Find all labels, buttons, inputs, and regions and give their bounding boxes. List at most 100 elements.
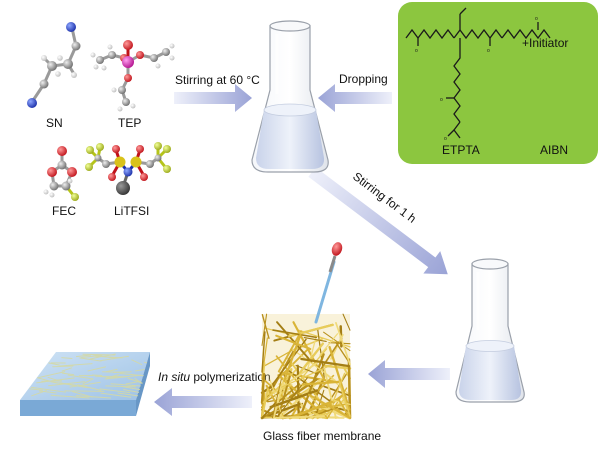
glass-fiber [272, 329, 318, 339]
flask-bottom-icon [455, 258, 525, 403]
glass-fiber [332, 372, 346, 402]
flask-top-icon [251, 20, 329, 173]
film-fiber [75, 395, 112, 399]
glass-fiber [261, 313, 268, 347]
in-situ-italic: In situ [158, 370, 190, 384]
svg-text:o: o [415, 48, 418, 54]
glass-fiber [261, 313, 270, 339]
film-fiber [105, 385, 136, 388]
sn-label: SN [46, 116, 63, 130]
glass-fiber [261, 388, 269, 419]
glass-fiber [277, 378, 322, 420]
initiator-label: +Initiator [522, 36, 568, 50]
glass-fiber [307, 393, 352, 420]
aibn-label: AIBN [540, 143, 568, 157]
polymer-film-icon [20, 352, 150, 416]
glass-fiber [260, 372, 266, 404]
film-fiber [50, 394, 90, 399]
film-fiber [75, 354, 92, 358]
film-fiber [87, 366, 107, 372]
arrow-to-membrane [368, 360, 450, 388]
in-situ-rest: polymerization [190, 370, 271, 384]
film-fiber [100, 392, 132, 398]
glass-fiber [299, 342, 325, 374]
film-fiber [69, 381, 101, 388]
film-fiber [91, 374, 103, 377]
film-fiber [82, 353, 116, 356]
litfsi-label: LiTFSI [114, 204, 149, 218]
glass-fiber [335, 322, 351, 366]
glass-fiber-membrane-icon [260, 313, 352, 420]
etpta-structure-icon [405, 7, 551, 139]
film-fiber [131, 359, 143, 366]
film-fiber [61, 367, 73, 372]
film-fiber [99, 355, 129, 362]
glass-fiber [301, 380, 340, 386]
membrane-label: Glass fiber membrane [263, 429, 381, 443]
film-fiber [110, 383, 141, 387]
film-fiber [36, 377, 58, 384]
film-fiber [38, 371, 66, 379]
pipette-icon [314, 242, 343, 324]
glass-fiber [261, 337, 269, 378]
film-fiber [127, 377, 143, 384]
glass-fiber [338, 380, 351, 417]
glass-fiber [292, 337, 324, 352]
glass-fiber [315, 389, 325, 415]
glass-fiber [280, 364, 332, 388]
step-stir-60-label: Stirring at 60 °C [175, 73, 260, 87]
svg-text:o: o [535, 16, 538, 22]
film-fiber [123, 389, 140, 393]
film-fiber [48, 362, 60, 366]
glass-fiber [328, 372, 348, 402]
film-fiber [99, 388, 131, 394]
glass-fiber [337, 397, 351, 419]
film-fiber [62, 372, 75, 376]
glass-fiber [277, 330, 303, 373]
svg-text:o: o [444, 136, 447, 142]
fec-label: FEC [52, 204, 76, 218]
film-fiber [39, 390, 57, 394]
film-fiber [36, 377, 75, 384]
film-fiber [89, 355, 102, 360]
step-dropping-label: Dropping [339, 72, 388, 86]
svg-text:o: o [487, 48, 490, 54]
step-stir-1h-label: Stirring for 1 h [350, 169, 419, 226]
sn-molecule-icon [27, 22, 81, 108]
glass-fiber [300, 357, 351, 368]
tep-label: TEP [118, 116, 141, 130]
glass-fiber [275, 334, 312, 351]
film-fiber [82, 378, 94, 385]
film-fiber [71, 391, 93, 398]
glass-fiber [272, 376, 286, 419]
svg-text:o: o [440, 97, 443, 103]
step-in-situ-label: In situ polymerization [158, 370, 271, 384]
glass-fiber [270, 338, 307, 388]
glass-fiber [288, 397, 340, 420]
glass-fiber [271, 379, 282, 419]
glass-fiber [314, 341, 340, 378]
etpta-label: ETPTA [442, 143, 480, 157]
film-fiber [143, 361, 148, 364]
film-fiber [67, 374, 94, 380]
glass-fiber [307, 336, 317, 370]
glass-fiber [323, 331, 351, 352]
film-fiber [29, 388, 43, 391]
glass-fiber [292, 349, 336, 382]
glass-fiber [335, 341, 351, 365]
glass-fiber [283, 333, 302, 383]
glass-fiber [261, 331, 266, 373]
glass-fiber [303, 337, 327, 342]
glass-fiber [328, 345, 351, 411]
film-fiber [59, 363, 93, 367]
film-fiber [31, 386, 66, 393]
film-fiber [59, 382, 77, 386]
film-fiber [121, 385, 141, 391]
tep-molecule-icon [90, 40, 175, 112]
initiator-box: o o o o o [398, 2, 598, 164]
film-fiber [117, 392, 139, 397]
glass-fiber [269, 389, 319, 409]
film-fiber [61, 357, 73, 360]
film-fiber [52, 365, 74, 368]
